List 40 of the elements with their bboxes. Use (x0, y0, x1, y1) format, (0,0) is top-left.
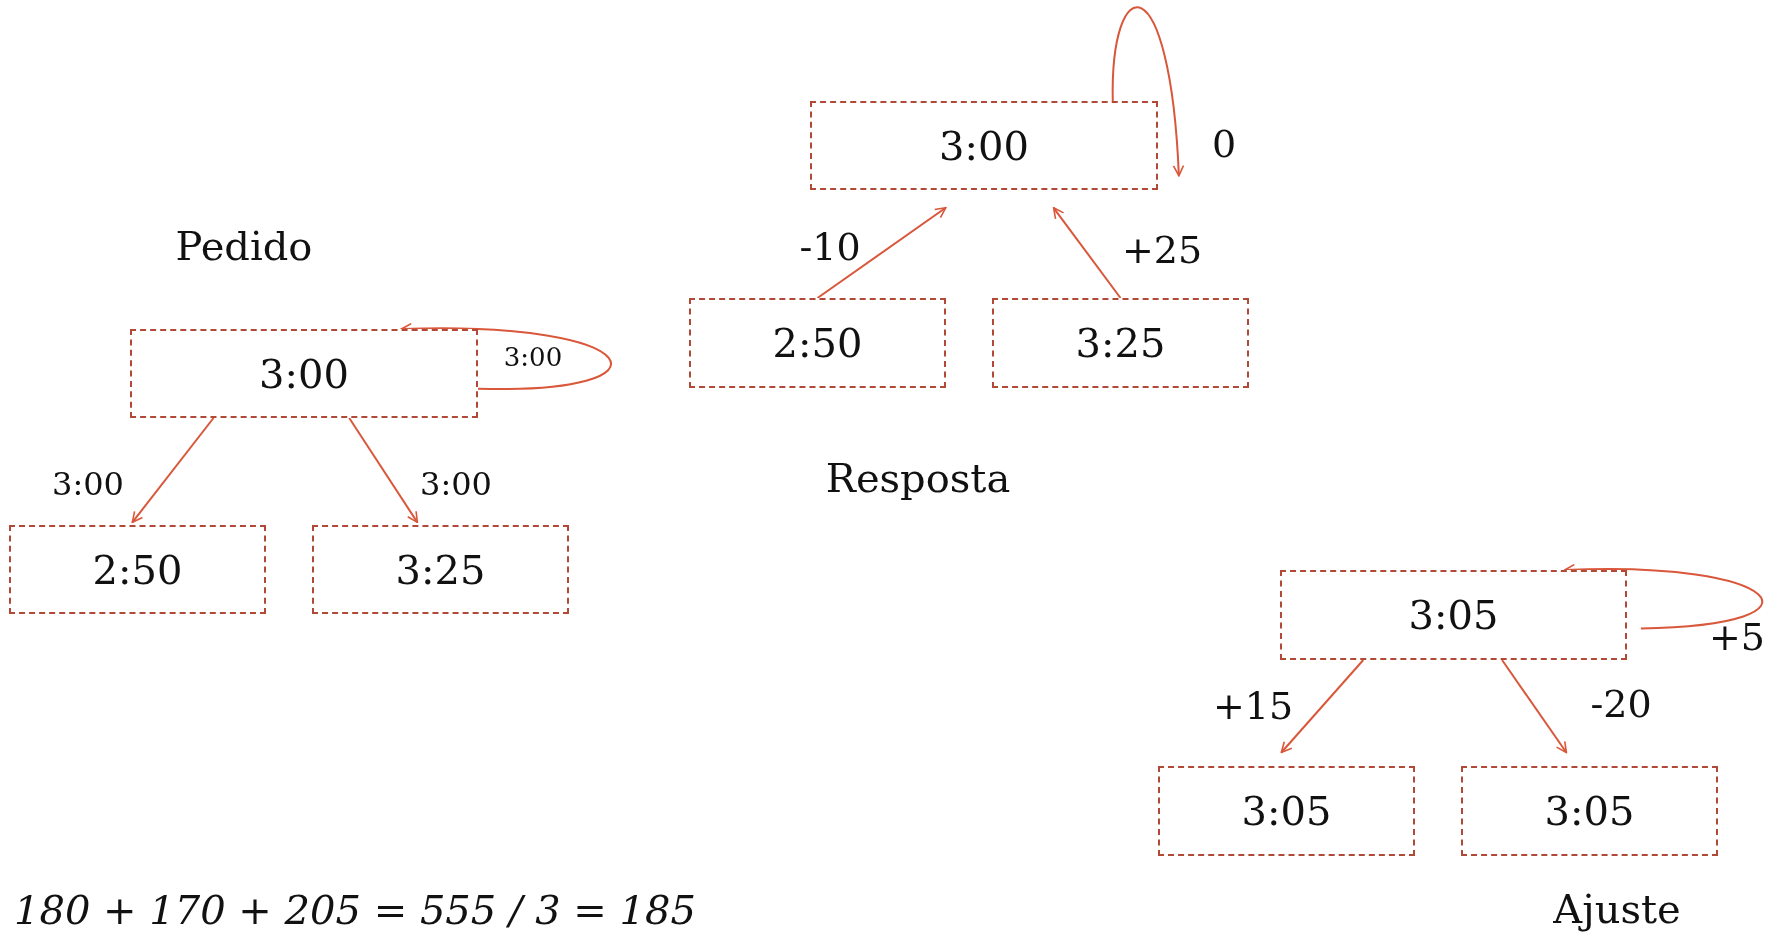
time-value: 3:00 (939, 122, 1029, 169)
time-box (9, 525, 266, 614)
edge-label: 0 (1211, 122, 1237, 166)
time-value: 2:50 (92, 546, 183, 593)
arrow (1052, 206, 1122, 299)
edge-label: -10 (799, 225, 861, 269)
time-value: 3:05 (1544, 788, 1635, 834)
arrow (348, 417, 419, 524)
time-value: 3:05 (1408, 592, 1499, 638)
loop-arrow (1563, 564, 1764, 630)
edge-label: 3:00 (52, 465, 124, 503)
time-value: 2:50 (772, 320, 863, 366)
formula: 180 + 170 + 205 = 555 / 3 = 185 (14, 887, 696, 933)
time-box (1461, 766, 1718, 856)
edge-label: +25 (1121, 228, 1203, 272)
edge-label: 3:00 (420, 465, 492, 503)
loop-arrow (1111, 6, 1184, 177)
time-value: 3:25 (1075, 320, 1166, 366)
time-value: 3:00 (259, 350, 349, 397)
loop-arrow (400, 323, 612, 390)
time-box (810, 101, 1158, 190)
edge-label: 3:00 (503, 342, 563, 372)
time-box (1158, 766, 1415, 856)
arrow (1501, 659, 1568, 754)
time-box (992, 298, 1249, 388)
section-title: Pedido (175, 223, 313, 269)
arrow (1280, 659, 1365, 754)
edge-label: -20 (1590, 682, 1652, 726)
time-box (312, 525, 569, 614)
section-title: Ajuste (1553, 886, 1681, 932)
section-title: Resposta (825, 455, 1011, 501)
edge-label: +5 (1709, 615, 1765, 659)
edge-label: +15 (1212, 684, 1294, 728)
arrow (131, 417, 215, 524)
time-box (689, 298, 946, 388)
time-box (130, 329, 478, 418)
time-value: 3:05 (1241, 788, 1332, 834)
time-value: 3:25 (395, 546, 486, 593)
time-box (1280, 570, 1627, 660)
arrow (816, 206, 947, 299)
